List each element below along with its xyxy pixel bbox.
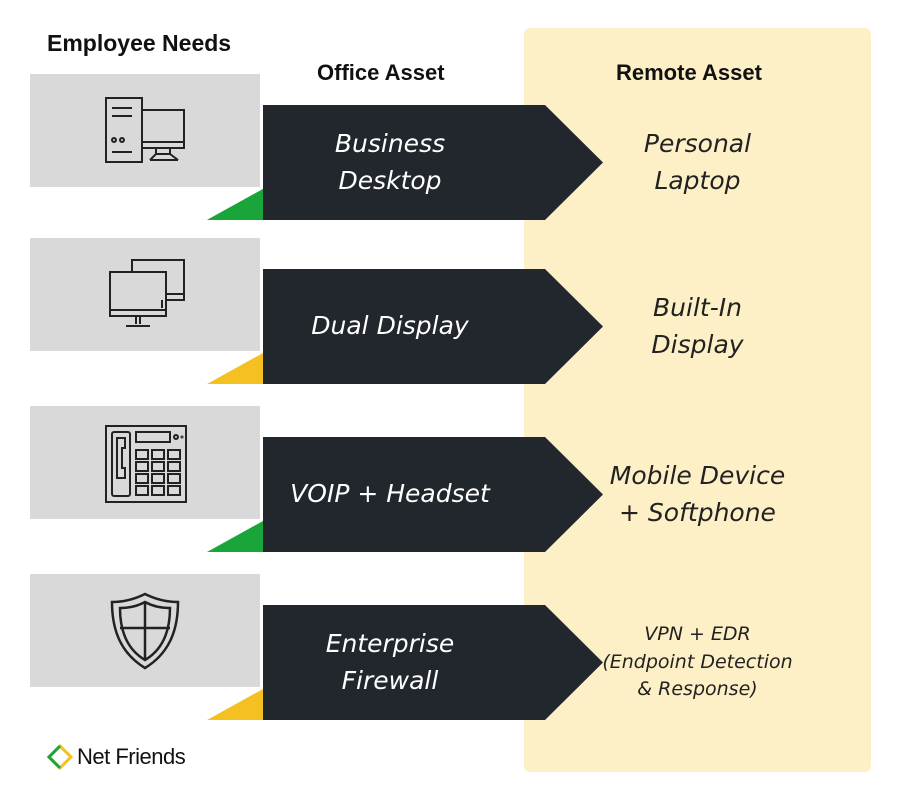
employee-needs-heading: Employee Needs [47,30,232,56]
office-asset-arrow [207,269,603,384]
office-asset-label: Enterprise Firewall [325,629,455,695]
office-asset-arrow [207,105,603,220]
row-display: Dual Display Built-In Display [0,238,900,398]
row-security: Enterprise Firewall VPN + EDR (Endpoint … [0,574,900,734]
net-friends-logo-icon [47,744,73,770]
remote-asset-label: Personal Laptop [643,129,752,195]
accent-triangle [207,353,263,384]
accent-triangle [207,689,263,720]
office-asset-arrow [207,437,603,552]
icon-box [30,406,260,519]
office-asset-label: Dual Display [311,311,469,341]
office-asset-label: Business Desktop [334,129,446,195]
office-asset-arrow [207,605,603,720]
remote-asset-label: VPN + EDR (Endpoint Detection & Response… [602,623,793,701]
dual-monitor-icon [109,259,185,327]
desk-phone-icon [105,425,187,503]
icon-box [30,74,260,187]
remote-asset-label: Mobile Device + Softphone [609,461,786,527]
row-desktop: Business Desktop Personal Laptop [0,74,900,234]
office-asset-label: VOIP + Headset [290,479,490,509]
row-phone: VOIP + Headset Mobile Device + Softphone [0,406,900,566]
net-friends-logo: Net Friends [47,742,186,772]
accent-triangle [207,521,263,552]
remote-asset-label: Built-In Display [651,293,744,359]
logo-text: Net Friends [77,744,186,769]
office-asset-heading: Office Asset [317,60,445,85]
icon-box [30,574,260,687]
icon-box [30,238,260,351]
remote-asset-heading: Remote Asset [616,60,762,85]
shield-icon [110,592,180,670]
desktop-computer-icon [105,97,185,163]
